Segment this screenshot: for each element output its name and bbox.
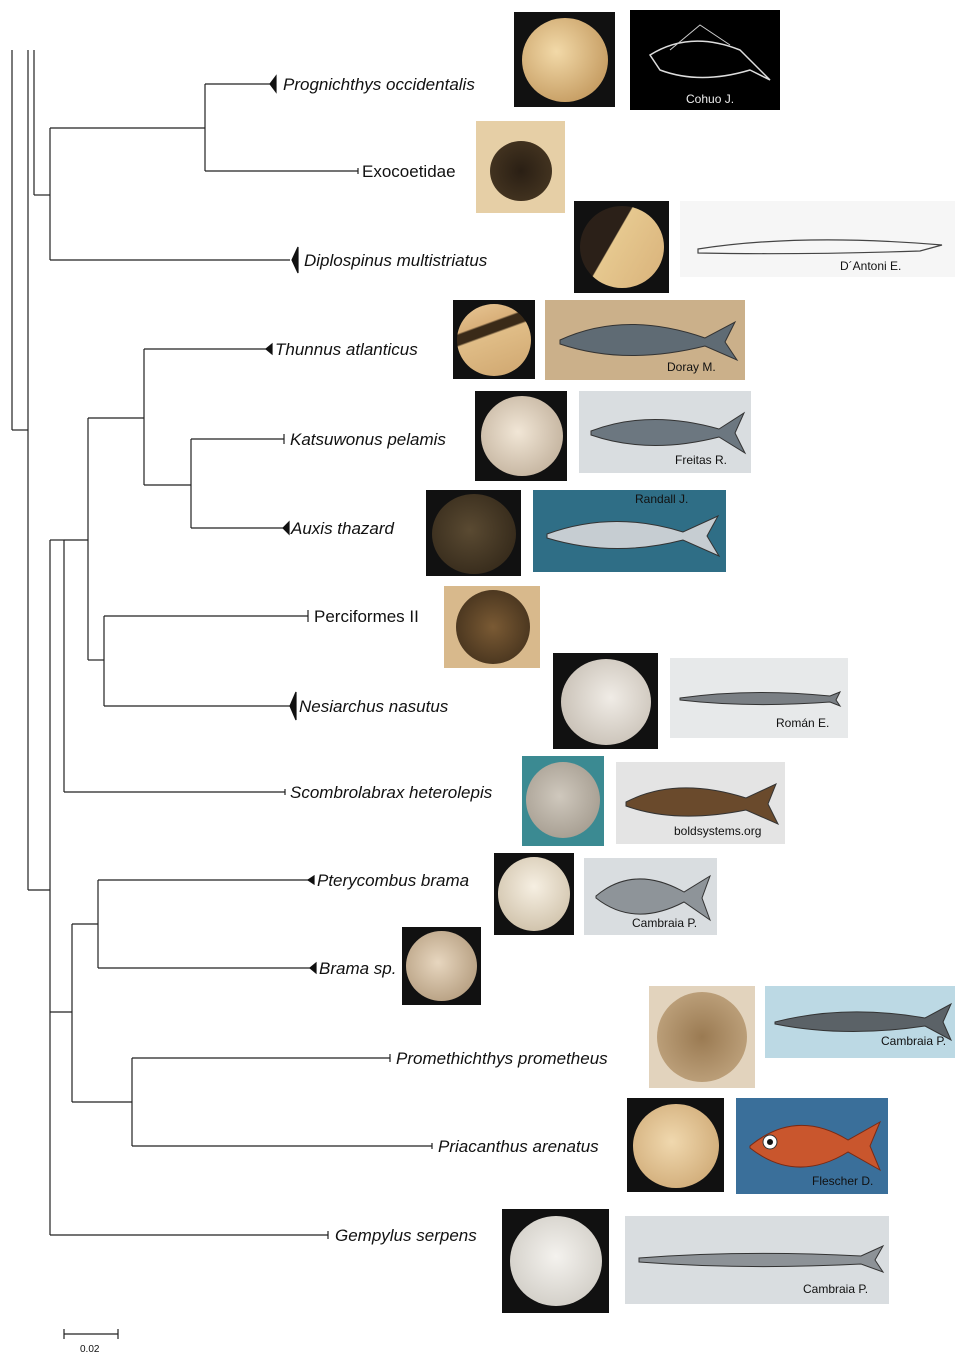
photo-credit: Cohuo J. <box>686 92 734 106</box>
photo-credit: Cambraia P. <box>632 916 697 930</box>
photo-credit: Román E. <box>776 716 829 730</box>
collapsed-clade-marker <box>310 963 316 973</box>
egg-photo-exocoetidae <box>476 121 565 213</box>
photo-credit: Cambraia P. <box>881 1034 946 1048</box>
photo-credit: Cambraia P. <box>803 1282 868 1296</box>
egg-photo-diplospinus <box>574 201 669 293</box>
taxon-label-t8: Nesiarchus nasutus <box>299 697 449 716</box>
taxon-label-t9: Scombrolabrax heterolepis <box>290 783 493 802</box>
adult-photo-katsuwonus: Freitas R. <box>579 391 751 473</box>
adult-photo-diplospinus: D´Antoni E. <box>680 201 955 277</box>
egg-photo-priacanthus <box>627 1098 724 1192</box>
tuna-icon <box>533 490 726 572</box>
egg-photo-promethichthys <box>649 986 755 1088</box>
photo-credit: Randall J. <box>635 492 688 506</box>
collapsed-clade-marker <box>290 692 296 720</box>
adult-photo-auxis: Randall J. <box>533 490 726 572</box>
taxon-label-t14: Gempylus serpens <box>335 1226 477 1245</box>
taxon-label-t6: Auxis thazard <box>290 519 395 538</box>
scale-bar: 0.02 <box>64 1329 118 1355</box>
egg-photo-scombrolabrax <box>522 756 604 846</box>
collapsed-clade-marker <box>283 522 289 534</box>
taxon-label-t12: Promethichthys prometheus <box>396 1049 608 1068</box>
egg-photo-brama <box>402 927 481 1005</box>
photo-credit: Flescher D. <box>812 1174 873 1188</box>
collapsed-clade-marker <box>266 344 272 354</box>
collapsed-clade-marker <box>270 76 276 92</box>
adult-photo-promethichthys: Cambraia P. <box>765 986 955 1058</box>
taxon-label-t2: Exocoetidae <box>362 162 456 181</box>
adult-photo-prognichthys: Cohuo J. <box>630 10 780 110</box>
adult-photo-priacanthus: Flescher D. <box>736 1098 888 1194</box>
taxon-label-t5: Katsuwonus pelamis <box>290 430 446 449</box>
taxon-label-t1: Prognichthys occidentalis <box>283 75 475 94</box>
taxon-label-t13: Priacanthus arenatus <box>438 1137 599 1156</box>
egg-photo-thunnus <box>453 300 535 379</box>
taxon-label-t3: Diplospinus multistriatus <box>304 251 488 270</box>
photo-credit: boldsystems.org <box>674 824 761 838</box>
photo-credit: D´Antoni E. <box>840 259 901 273</box>
egg-photo-pterycombus <box>494 853 574 935</box>
adult-photo-pterycombus: Cambraia P. <box>584 858 717 935</box>
adult-photo-scombrolabrax: boldsystems.org <box>616 762 785 844</box>
collapsed-clade-marker <box>292 247 298 273</box>
fish-sketch-icon <box>680 201 955 277</box>
adult-photo-gempylus: Cambraia P. <box>625 1216 889 1304</box>
egg-photo-prognichthys <box>514 12 615 107</box>
egg-photo-gempylus <box>502 1209 609 1313</box>
photo-credit: Freitas R. <box>675 453 727 467</box>
adult-photo-nesiarchus: Román E. <box>670 658 848 738</box>
scale-bar-label: 0.02 <box>80 1344 100 1355</box>
egg-photo-auxis <box>426 490 521 576</box>
collapsed-clade-marker <box>308 876 314 884</box>
taxon-label-t10: Pterycombus brama <box>317 871 469 890</box>
taxon-label-t4: Thunnus atlanticus <box>275 340 418 359</box>
tree-branches <box>12 50 432 1239</box>
taxon-label-t11: Brama sp. <box>319 959 396 978</box>
taxon-label-t7: Perciformes II <box>314 607 419 626</box>
egg-photo-katsuwonus <box>475 391 567 481</box>
egg-photo-perciformes <box>444 586 540 668</box>
photo-credit: Doray M. <box>667 360 716 374</box>
adult-photo-thunnus: Doray M. <box>545 300 745 380</box>
egg-photo-nesiarchus <box>553 653 658 749</box>
